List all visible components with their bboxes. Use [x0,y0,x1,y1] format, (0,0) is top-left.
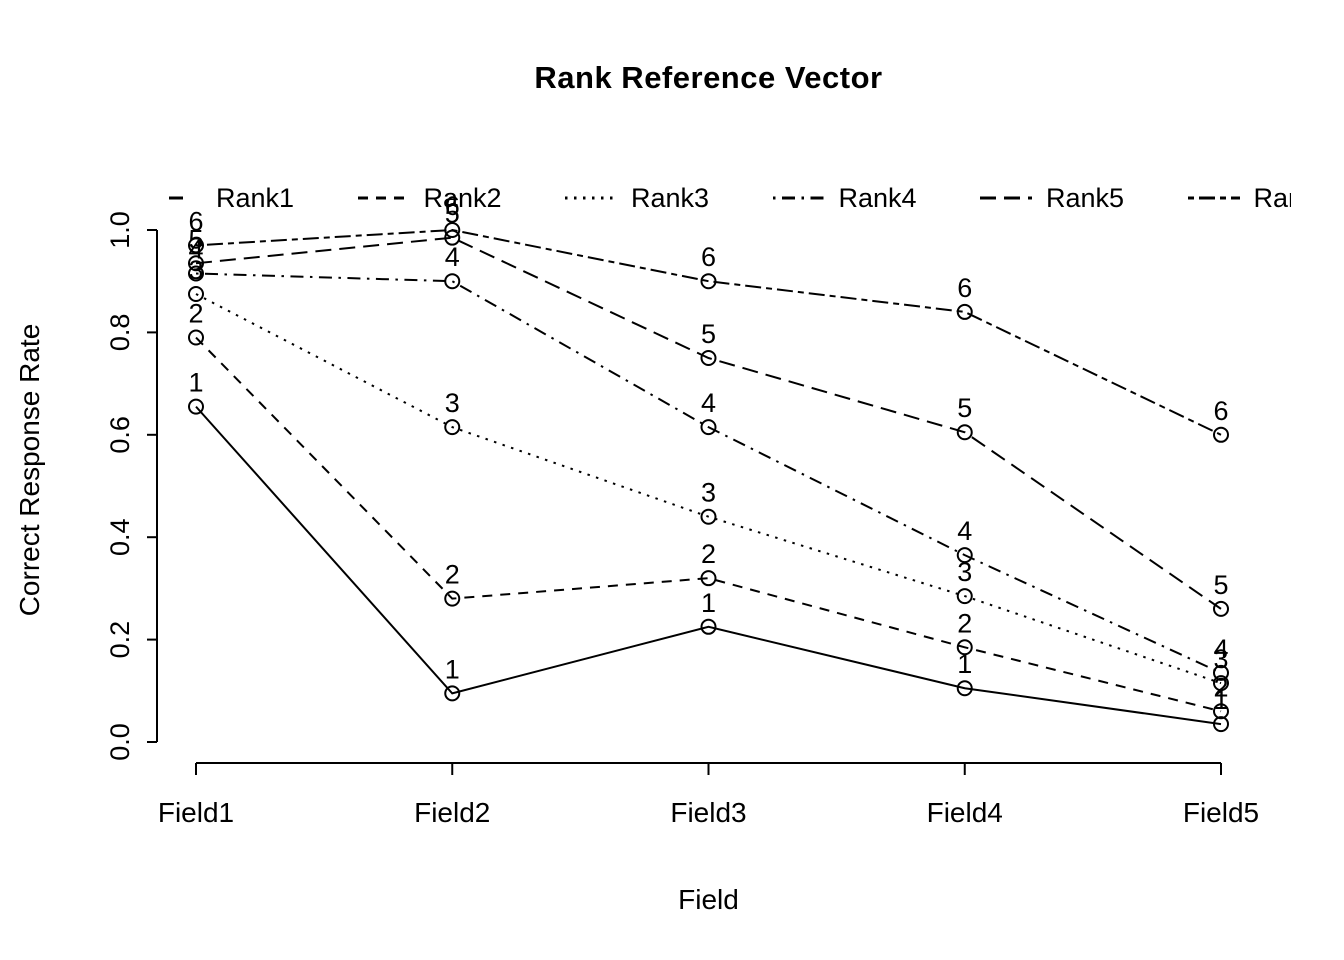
y-tick-label: 0.8 [105,314,135,352]
data-point-label-rank3: 3 [701,478,716,508]
data-point-label-rank3: 3 [1213,644,1228,674]
data-point-marker-rank1 [188,398,204,415]
data-point-label-rank6: 6 [701,242,716,272]
y-tick-label: 0.2 [105,621,135,659]
data-point-label-rank6: 6 [445,191,460,221]
data-point-label-rank2: 2 [445,560,460,590]
data-point-marker-rank6 [188,237,204,254]
x-tick-label: Field4 [927,797,1003,828]
series-line-rank4 [195,272,1222,674]
series-line-rank1 [195,405,1222,726]
legend-line-sample-solid [169,196,183,200]
data-point-marker-rank3 [700,508,717,525]
legend-label: Rank2 [423,182,502,213]
data-point-label-rank2: 2 [1213,672,1228,702]
data-point-marker-rank4 [700,419,717,436]
series-line-rank5 [195,236,1222,610]
legend-line-sample-dotdash [772,196,825,200]
data-point-label-rank1: 1 [957,649,972,679]
chart-title: Rank Reference Vector [534,60,883,95]
data-point-marker-rank1 [1213,716,1229,733]
data-point-marker-rank6 [700,273,717,290]
legend-item-rank1: Rank1 [150,183,358,214]
data-point-label-rank4: 4 [701,388,716,418]
y-tick-label: 0.4 [105,518,135,556]
data-point-label-rank4: 4 [957,516,972,546]
data-point-label-rank6: 6 [188,206,203,236]
data-point-label-rank6: 6 [957,273,972,303]
data-point-marker-rank1 [444,685,461,702]
legend-line-sample-twodash [1187,196,1240,200]
data-point-marker-rank6 [956,303,973,320]
series-line-rank3 [195,293,1222,685]
legend-label: Rank4 [838,182,917,213]
data-point-marker-rank3 [188,286,204,302]
data-point-label-rank4: 4 [188,235,203,265]
data-point-label-rank2: 2 [188,299,203,329]
data-point-label-rank4: 4 [445,242,460,272]
legend-label: Rank5 [1046,182,1125,213]
data-point-marker-rank5 [956,424,973,441]
data-point-label-rank2: 2 [957,608,972,638]
data-point-marker-rank5 [1213,600,1229,617]
data-point-marker-rank6 [444,222,461,238]
legend-item-rank5: Rank5 [980,183,1188,214]
series-line-rank6 [195,228,1222,436]
data-point-label-rank3: 3 [445,388,460,418]
legend-label: Rank1 [216,182,295,213]
data-point-label-rank2: 2 [701,539,716,569]
data-point-label-rank5: 5 [701,319,716,349]
x-tick-label: Field3 [670,797,746,828]
legend-label: Rank3 [631,182,710,213]
data-point-marker-rank2 [188,329,204,346]
data-point-marker-rank3 [956,588,973,605]
data-point-marker-rank4 [956,547,973,564]
y-tick-label: 1.0 [105,211,135,249]
data-point-marker-rank3 [1213,675,1229,692]
data-point-label-rank3: 3 [957,557,972,587]
legend-line-sample-longdash [980,196,1032,200]
x-tick-label: Field1 [158,797,234,828]
data-point-label-rank3: 3 [188,255,203,285]
data-point-marker-rank2 [700,570,717,587]
legend: Rank1 Rank2 Rank3 Rank4 Rank5 Rank6 [150,178,1291,218]
data-point-label-rank1: 1 [445,654,460,684]
legend-item-rank4: Rank4 [772,182,981,214]
data-point-label-rank1: 1 [1213,685,1228,715]
data-point-label-rank6: 6 [1213,396,1228,426]
data-point-marker-rank4 [1213,664,1229,681]
data-point-marker-rank2 [956,639,973,656]
data-point-label-rank4: 4 [1213,634,1228,664]
data-point-label-rank1: 1 [701,588,716,618]
legend-label: Rank6 [1253,182,1292,213]
data-point-marker-rank2 [444,590,461,607]
series-line-rank2 [195,336,1222,713]
data-point-marker-rank5 [188,255,204,272]
legend-item-rank3: Rank3 [565,183,773,214]
data-point-label-rank5: 5 [445,199,460,229]
data-point-marker-rank3 [444,419,461,436]
data-point-marker-rank1 [956,680,973,697]
data-point-label-rank1: 1 [188,368,203,398]
data-point-marker-rank5 [700,350,717,366]
x-axis-title: Field [678,884,739,915]
data-point-label-rank5: 5 [1213,570,1228,600]
data-point-marker-rank4 [444,273,461,290]
data-point-marker-rank4 [188,265,204,282]
x-tick-label: Field5 [1183,797,1259,828]
legend-item-rank2: Rank2 [357,182,566,214]
data-point-marker-rank1 [700,618,717,635]
x-tick-label: Field2 [414,797,490,828]
y-tick-label: 0.0 [105,723,135,761]
y-tick-label: 0.6 [105,416,135,454]
data-point-marker-rank6 [1213,426,1229,443]
data-point-label-rank5: 5 [188,224,203,254]
legend-line-sample-dashed [357,196,410,200]
data-point-marker-rank5 [444,229,461,246]
data-point-marker-rank2 [1213,703,1229,720]
data-point-label-rank5: 5 [957,393,972,423]
legend-item-rank6: Rank6 [1187,182,1292,214]
